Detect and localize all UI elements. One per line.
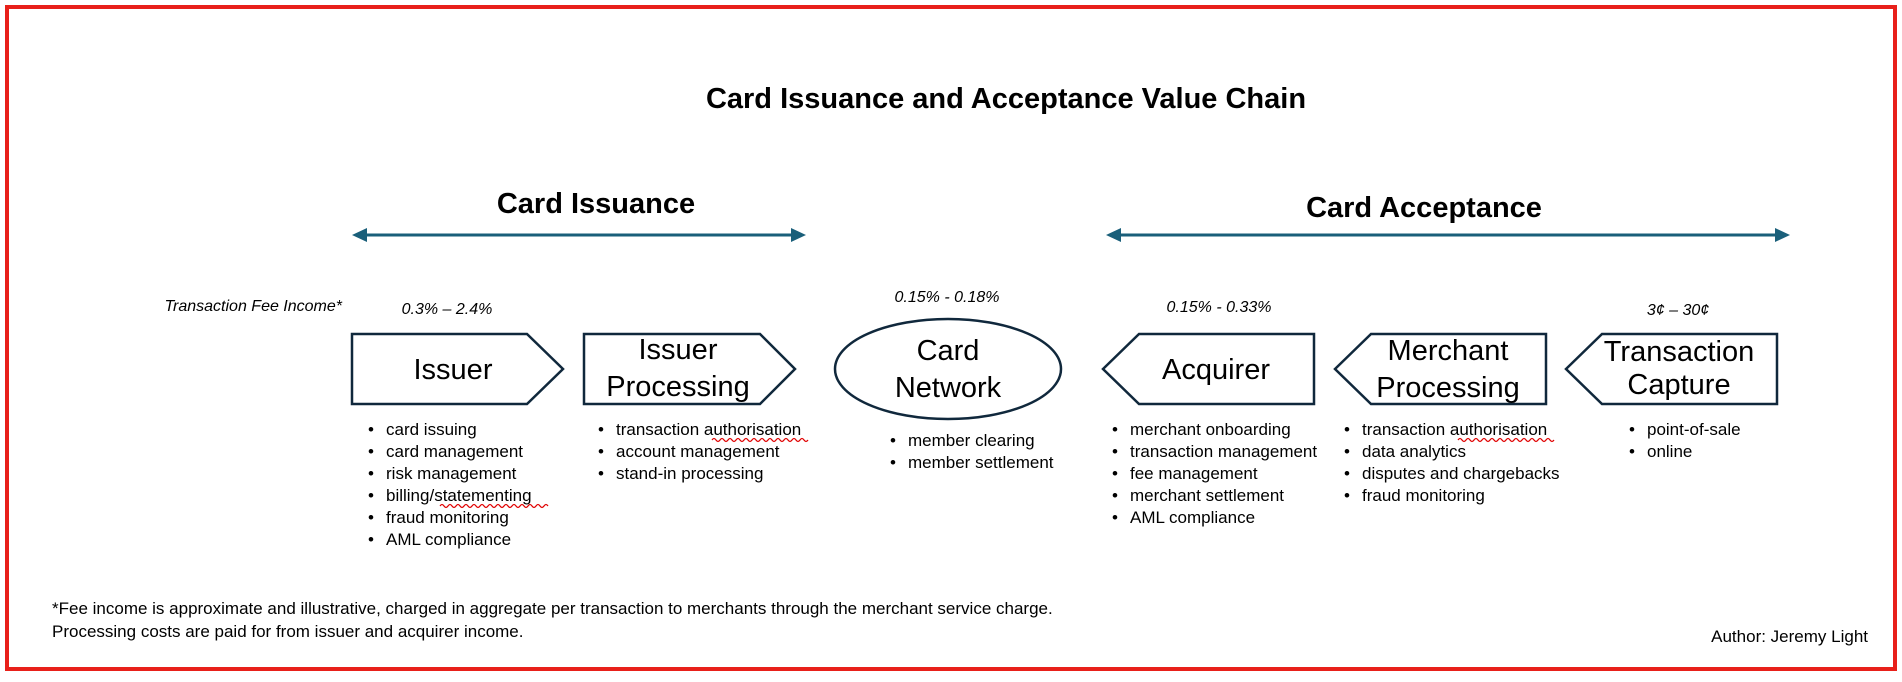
bullet-marker: • xyxy=(368,420,374,439)
list-item: risk management xyxy=(386,464,517,483)
list-item: transaction authorisation xyxy=(1362,420,1547,439)
bullet-marker: • xyxy=(368,530,374,549)
bullet-marker: • xyxy=(890,431,896,450)
bullet-marker: • xyxy=(1112,508,1118,527)
acquirer-bullets: • merchant onboarding • transaction mana… xyxy=(1112,420,1317,527)
node-transaction-capture: Transaction Capture xyxy=(1564,332,1779,406)
issuer-bullets: • card issuing • card management • risk … xyxy=(368,420,549,549)
section-card-acceptance: Card Acceptance xyxy=(1306,192,1542,224)
spellcheck-underline xyxy=(711,437,809,443)
list-item: account management xyxy=(616,442,780,461)
merchant-processing-bullets: • transaction authorisation • data analy… xyxy=(1344,420,1560,505)
list-item: transaction management xyxy=(1130,442,1317,461)
list-item: member clearing xyxy=(908,431,1035,450)
list-item: AML compliance xyxy=(386,530,511,549)
issuer-label: Issuer xyxy=(414,354,493,386)
bullet-marker: • xyxy=(368,464,374,483)
list-item: point-of-sale xyxy=(1647,420,1741,439)
author-credit: Author: Jeremy Light xyxy=(1711,627,1868,646)
acceptance-arrow-head-right xyxy=(1775,228,1790,242)
acquirer-label: Acquirer xyxy=(1162,354,1270,386)
bullet-marker: • xyxy=(1112,464,1118,483)
bullet-marker: • xyxy=(1344,486,1350,505)
merchant-processing-label-line1: Merchant xyxy=(1388,335,1509,367)
list-item: billing/statementing xyxy=(386,486,532,505)
list-item: fraud monitoring xyxy=(1362,486,1485,505)
list-item: data analytics xyxy=(1362,442,1466,461)
list-item: transaction authorisation xyxy=(616,420,801,439)
acceptance-span-arrow xyxy=(1106,228,1790,242)
fee-row-label: Transaction Fee Income* xyxy=(164,298,342,315)
bullet-marker: • xyxy=(368,508,374,527)
bullet-marker: • xyxy=(598,464,604,483)
issuer-shape xyxy=(350,332,565,406)
transaction-capture-label-line2: Capture xyxy=(1627,369,1730,401)
list-item: stand-in processing xyxy=(616,464,763,483)
bullet-marker: • xyxy=(1344,464,1350,483)
issuance-arrow-head-left xyxy=(352,228,367,242)
transaction-capture-label-line1: Transaction xyxy=(1604,336,1754,368)
bullet-marker: • xyxy=(598,420,604,439)
list-item: member settlement xyxy=(908,453,1054,472)
fee-acquirer: 0.15% - 0.33% xyxy=(1167,299,1272,316)
bullet-marker: • xyxy=(1112,486,1118,505)
fee-card-network: 0.15% - 0.18% xyxy=(895,289,1000,306)
node-card-network: Card Network xyxy=(833,317,1063,421)
merchant-processing-shape xyxy=(1333,332,1548,406)
fee-issuer: 0.3% – 2.4% xyxy=(402,301,493,318)
card-network-label-line2: Network xyxy=(895,372,1002,404)
card-network-shape xyxy=(833,317,1063,421)
bullet-marker: • xyxy=(890,453,896,472)
list-item: merchant onboarding xyxy=(1130,420,1291,439)
acquirer-shape xyxy=(1101,332,1316,406)
card-network-bullets: • member clearing • member settlement xyxy=(890,431,1054,472)
transaction-capture-shape xyxy=(1564,332,1779,406)
bullet-marker: • xyxy=(1629,420,1635,439)
list-item: merchant settlement xyxy=(1130,486,1284,505)
list-item: AML compliance xyxy=(1130,508,1255,527)
fee-transaction-capture: 3¢ – 30¢ xyxy=(1647,302,1709,319)
bullet-marker: • xyxy=(598,442,604,461)
issuance-arrow-head-right xyxy=(791,228,806,242)
bullet-marker: • xyxy=(1344,442,1350,461)
page-frame xyxy=(5,5,1897,671)
issuer-processing-bullets: • transaction authorisation • account ma… xyxy=(598,420,809,483)
node-issuer-processing: Issuer Processing xyxy=(582,332,797,406)
list-item: card management xyxy=(386,442,523,461)
list-item: disputes and chargebacks xyxy=(1362,464,1560,483)
list-item: fee management xyxy=(1130,464,1258,483)
bullet-marker: • xyxy=(1344,420,1350,439)
bullet-marker: • xyxy=(1112,442,1118,461)
issuer-processing-label-line2: Processing xyxy=(606,371,749,403)
bullet-marker: • xyxy=(1629,442,1635,461)
bullet-marker: • xyxy=(1112,420,1118,439)
footnote-line2: Processing costs are paid for from issue… xyxy=(52,622,523,641)
node-merchant-processing: Merchant Processing xyxy=(1333,332,1548,406)
node-acquirer: Acquirer xyxy=(1101,332,1316,406)
issuer-processing-shape xyxy=(582,332,797,406)
issuance-span-arrow xyxy=(352,228,806,242)
spellcheck-underline xyxy=(1457,437,1555,443)
node-issuer: Issuer xyxy=(350,332,565,406)
diagram-title: Card Issuance and Acceptance Value Chain xyxy=(706,83,1306,115)
merchant-processing-label-line2: Processing xyxy=(1376,372,1519,404)
bullet-marker: • xyxy=(368,486,374,505)
section-card-issuance: Card Issuance xyxy=(497,188,695,220)
acceptance-arrow-head-left xyxy=(1106,228,1121,242)
card-network-label-line1: Card xyxy=(917,335,980,367)
issuer-processing-label-line1: Issuer xyxy=(639,334,718,366)
footnote-line1: *Fee income is approximate and illustrat… xyxy=(52,599,1053,618)
transaction-capture-bullets: • point-of-sale • online xyxy=(1629,420,1741,461)
bullet-marker: • xyxy=(368,442,374,461)
list-item: fraud monitoring xyxy=(386,508,509,527)
list-item: online xyxy=(1647,442,1692,461)
spellcheck-underline xyxy=(439,503,549,509)
list-item: card issuing xyxy=(386,420,477,439)
